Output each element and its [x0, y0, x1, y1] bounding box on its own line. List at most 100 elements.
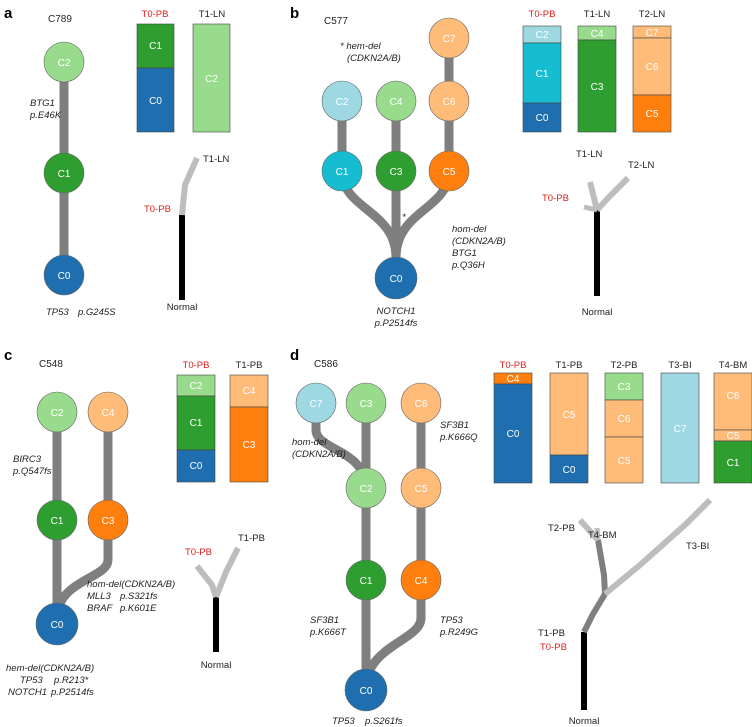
annotation-d-tp53: TP53 — [440, 615, 463, 626]
panel-b: b C577 C2 C4 C7 C6 C1 — [290, 5, 672, 329]
tree-edges-d — [311, 403, 426, 686]
bar-label-a-t1ln: T1-LN — [199, 9, 226, 20]
tree-node-b-c0: C0 — [374, 256, 418, 300]
svg-text:C2: C2 — [336, 97, 349, 108]
phylo-label-c-t0pb: T0-PB — [185, 547, 212, 558]
annotation-d-sf3b1-2: SF3B1 — [310, 615, 339, 626]
svg-text:C3: C3 — [102, 516, 115, 527]
phylo-label-d-t0pb: T0-PB — [540, 642, 567, 653]
svg-text:C6: C6 — [415, 399, 428, 410]
svg-text:C3: C3 — [360, 399, 373, 410]
bar-b-t1ln: C4 C3 — [577, 25, 617, 133]
svg-text:C1: C1 — [727, 458, 740, 469]
svg-text:C4: C4 — [507, 374, 520, 385]
annotation-b-homdel-gene: (CDKN2A/B) — [452, 236, 506, 247]
svg-text:C0: C0 — [507, 429, 520, 440]
svg-text:C0: C0 — [360, 686, 373, 697]
tree-node-c-c2: C2 — [36, 391, 78, 433]
tree-node-d-c2: C2 — [345, 467, 387, 509]
svg-text:C1: C1 — [190, 418, 203, 429]
annotation-c-notch1: NOTCH1 — [8, 687, 47, 698]
svg-text:C0: C0 — [390, 274, 403, 285]
svg-text:C5: C5 — [618, 456, 631, 467]
annotation-c-braf: BRAF — [87, 603, 114, 614]
panel-letter-c: c — [4, 347, 12, 364]
svg-text:C2: C2 — [51, 408, 64, 419]
panel-d: d C586 C7 C3 C6 C2 C5 — [290, 347, 752, 727]
bar-c-t1pb: C4 C3 — [229, 374, 269, 483]
svg-text:C4: C4 — [243, 386, 256, 397]
svg-text:C6: C6 — [646, 62, 659, 73]
svg-text:C0: C0 — [58, 271, 71, 282]
bar-label-c-t0pb: T0-PB — [183, 360, 210, 371]
phylo-normal-b: Normal — [582, 307, 613, 318]
phylo-normal-c: Normal — [201, 660, 232, 671]
phylo-label-b-t2ln: T2-LN — [628, 160, 655, 171]
phylo-tree-a: T1-LN T0-PB Normal — [144, 154, 230, 313]
phylo-a-t1ln-branch — [179, 156, 200, 216]
svg-text:C3: C3 — [591, 82, 604, 93]
annotation-a-pe46k: p.E46K — [29, 110, 62, 121]
bar-label-b-t1ln: T1-LN — [584, 9, 611, 20]
bar-a-t0pb: C1 C0 — [136, 23, 175, 133]
svg-text:C0: C0 — [51, 620, 64, 631]
svg-text:C1: C1 — [336, 167, 349, 178]
panel-letter-a: a — [4, 5, 13, 22]
bar-d-t3bi: C7 — [660, 372, 700, 484]
annotation-b-hemdel: * hem-del — [340, 41, 382, 52]
phylo-label-d-t3bi: T3-BI — [686, 541, 709, 552]
annotation-b-notch1: NOTCH1 — [376, 306, 415, 317]
svg-text:C7: C7 — [674, 424, 687, 435]
tree-node-a-c2: C2 — [43, 41, 85, 83]
panel-letter-d: d — [290, 347, 299, 364]
annotation-a-tp53: TP53 — [46, 307, 69, 318]
annotation-d-tp53-2: TP53 — [332, 716, 355, 727]
svg-text:C5: C5 — [563, 410, 576, 421]
annotation-c-tp53: TP53 — [20, 675, 43, 686]
svg-text:C4: C4 — [591, 29, 604, 40]
annotation-b-homdel: hom-del — [452, 224, 487, 235]
tree-node-d-c5: C5 — [400, 467, 442, 509]
bar-label-a-t0pb: T0-PB — [142, 9, 169, 20]
svg-text:C2: C2 — [190, 381, 203, 392]
annotation-d-pr249g: p.R249G — [439, 627, 478, 638]
svg-text:C2: C2 — [58, 58, 71, 69]
case-id-a: C789 — [48, 14, 72, 25]
tree-node-d-c4: C4 — [400, 559, 442, 601]
svg-text:C2: C2 — [360, 484, 373, 495]
svg-text:C5: C5 — [415, 484, 428, 495]
tree-node-c-c0: C0 — [35, 602, 79, 646]
annotation-b-star: * — [402, 212, 406, 223]
annotation-d-homdel: hom-del — [292, 437, 327, 448]
annotation-c-birc3: BIRC3 — [13, 454, 42, 465]
bar-d-t1pb: C5 C0 — [549, 372, 589, 484]
case-id-c: C548 — [39, 359, 63, 370]
svg-text:C7: C7 — [646, 28, 659, 39]
panel-a: a C789 C2 C1 C0 BTG1 p.E46K TP53 p.G245S… — [4, 5, 231, 318]
annotation-b-pp2514fs: p.P2514fs — [374, 318, 418, 329]
annotation-d-pk666q: p.K666Q — [439, 432, 478, 443]
svg-text:C7: C7 — [443, 34, 456, 45]
case-id-b: C577 — [324, 16, 348, 27]
svg-text:C7: C7 — [310, 399, 323, 410]
annotation-d-pk666t: p.K666T — [309, 627, 347, 638]
tree-node-b-c1: C1 — [321, 150, 363, 192]
annotation-a-pg245s: p.G245S — [77, 307, 116, 318]
annotation-b-hemdel-gene: (CDKN2A/B) — [347, 53, 401, 64]
annotation-c-pk601e: p.K601E — [119, 603, 157, 614]
tree-node-c-c4: C4 — [87, 391, 129, 433]
bar-label-d-t2pb: T2-PB — [611, 360, 638, 371]
bar-label-d-t3bi: T3-BI — [668, 360, 691, 371]
tree-node-d-c6: C6 — [400, 382, 442, 424]
tree-node-d-c7: C7 — [295, 382, 337, 424]
tree-node-a-c1: C1 — [43, 152, 85, 194]
tree-node-d-c1: C1 — [345, 559, 387, 601]
svg-text:C3: C3 — [390, 167, 403, 178]
annotation-c-ps321fs: p.S321fs — [119, 591, 158, 602]
tree-node-b-c7: C7 — [428, 17, 470, 59]
tree-node-c-c3: C3 — [87, 499, 129, 541]
phylo-label-b-t1ln: T1-LN — [576, 149, 603, 160]
phylo-label-a-t0pb: T0-PB — [144, 204, 171, 215]
svg-text:C1: C1 — [58, 169, 71, 180]
clone-bars-c: T0-PB T1-PB C2 C1 C0 C4 C3 — [176, 360, 269, 483]
